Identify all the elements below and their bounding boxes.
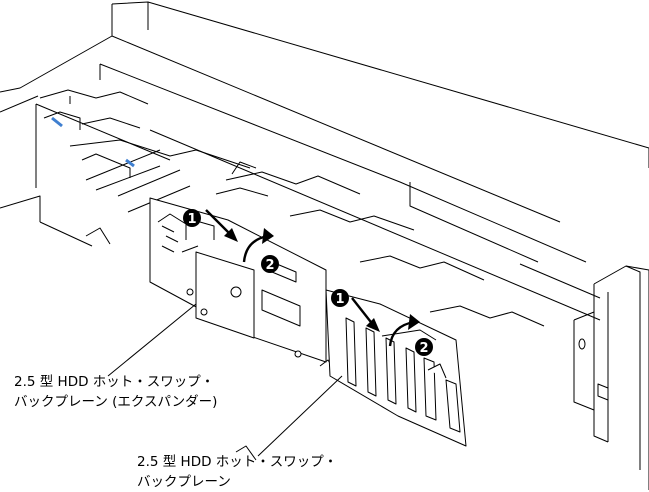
expander-backplane-label: 2.5 型 HDD ホット・スワップ・ バックプレーン (エクスパンダー) xyxy=(14,372,217,412)
step-badge-right-1: 1 xyxy=(331,289,349,307)
svg-text:2: 2 xyxy=(265,258,274,273)
expander-backplane-label-line2: バックプレーン (エクスパンダー) xyxy=(14,394,218,410)
step-badge-left-2: 2 xyxy=(261,255,279,273)
step-arrows xyxy=(205,209,415,347)
expander-backplane-label-line1: 2.5 型 HDD ホット・スワップ・ xyxy=(14,374,215,390)
step-badge-left-1: 1 xyxy=(183,209,201,227)
leader-line-standard xyxy=(257,375,343,457)
step-badge-right-2: 2 xyxy=(415,338,433,356)
drive-bay-guides xyxy=(39,89,545,461)
svg-text:2: 2 xyxy=(419,341,428,356)
leader-line-expander xyxy=(107,303,197,377)
standard-backplane-label: 2.5 型 HDD ホット・スワップ・ バックプレーン xyxy=(137,452,337,492)
front-bracket-right xyxy=(573,265,649,490)
expander-backplane xyxy=(149,197,327,363)
standard-backplane-label-line2: バックプレーン xyxy=(137,474,231,490)
arrowheads xyxy=(224,228,420,332)
arrow-down-left xyxy=(205,209,233,237)
svg-text:1: 1 xyxy=(187,212,196,227)
svg-text:1: 1 xyxy=(335,292,344,307)
standard-backplane xyxy=(325,289,467,447)
chassis-outline xyxy=(0,1,649,321)
arrow-down-right xyxy=(351,297,375,327)
standard-backplane-label-line1: 2.5 型 HDD ホット・スワップ・ xyxy=(137,454,338,470)
